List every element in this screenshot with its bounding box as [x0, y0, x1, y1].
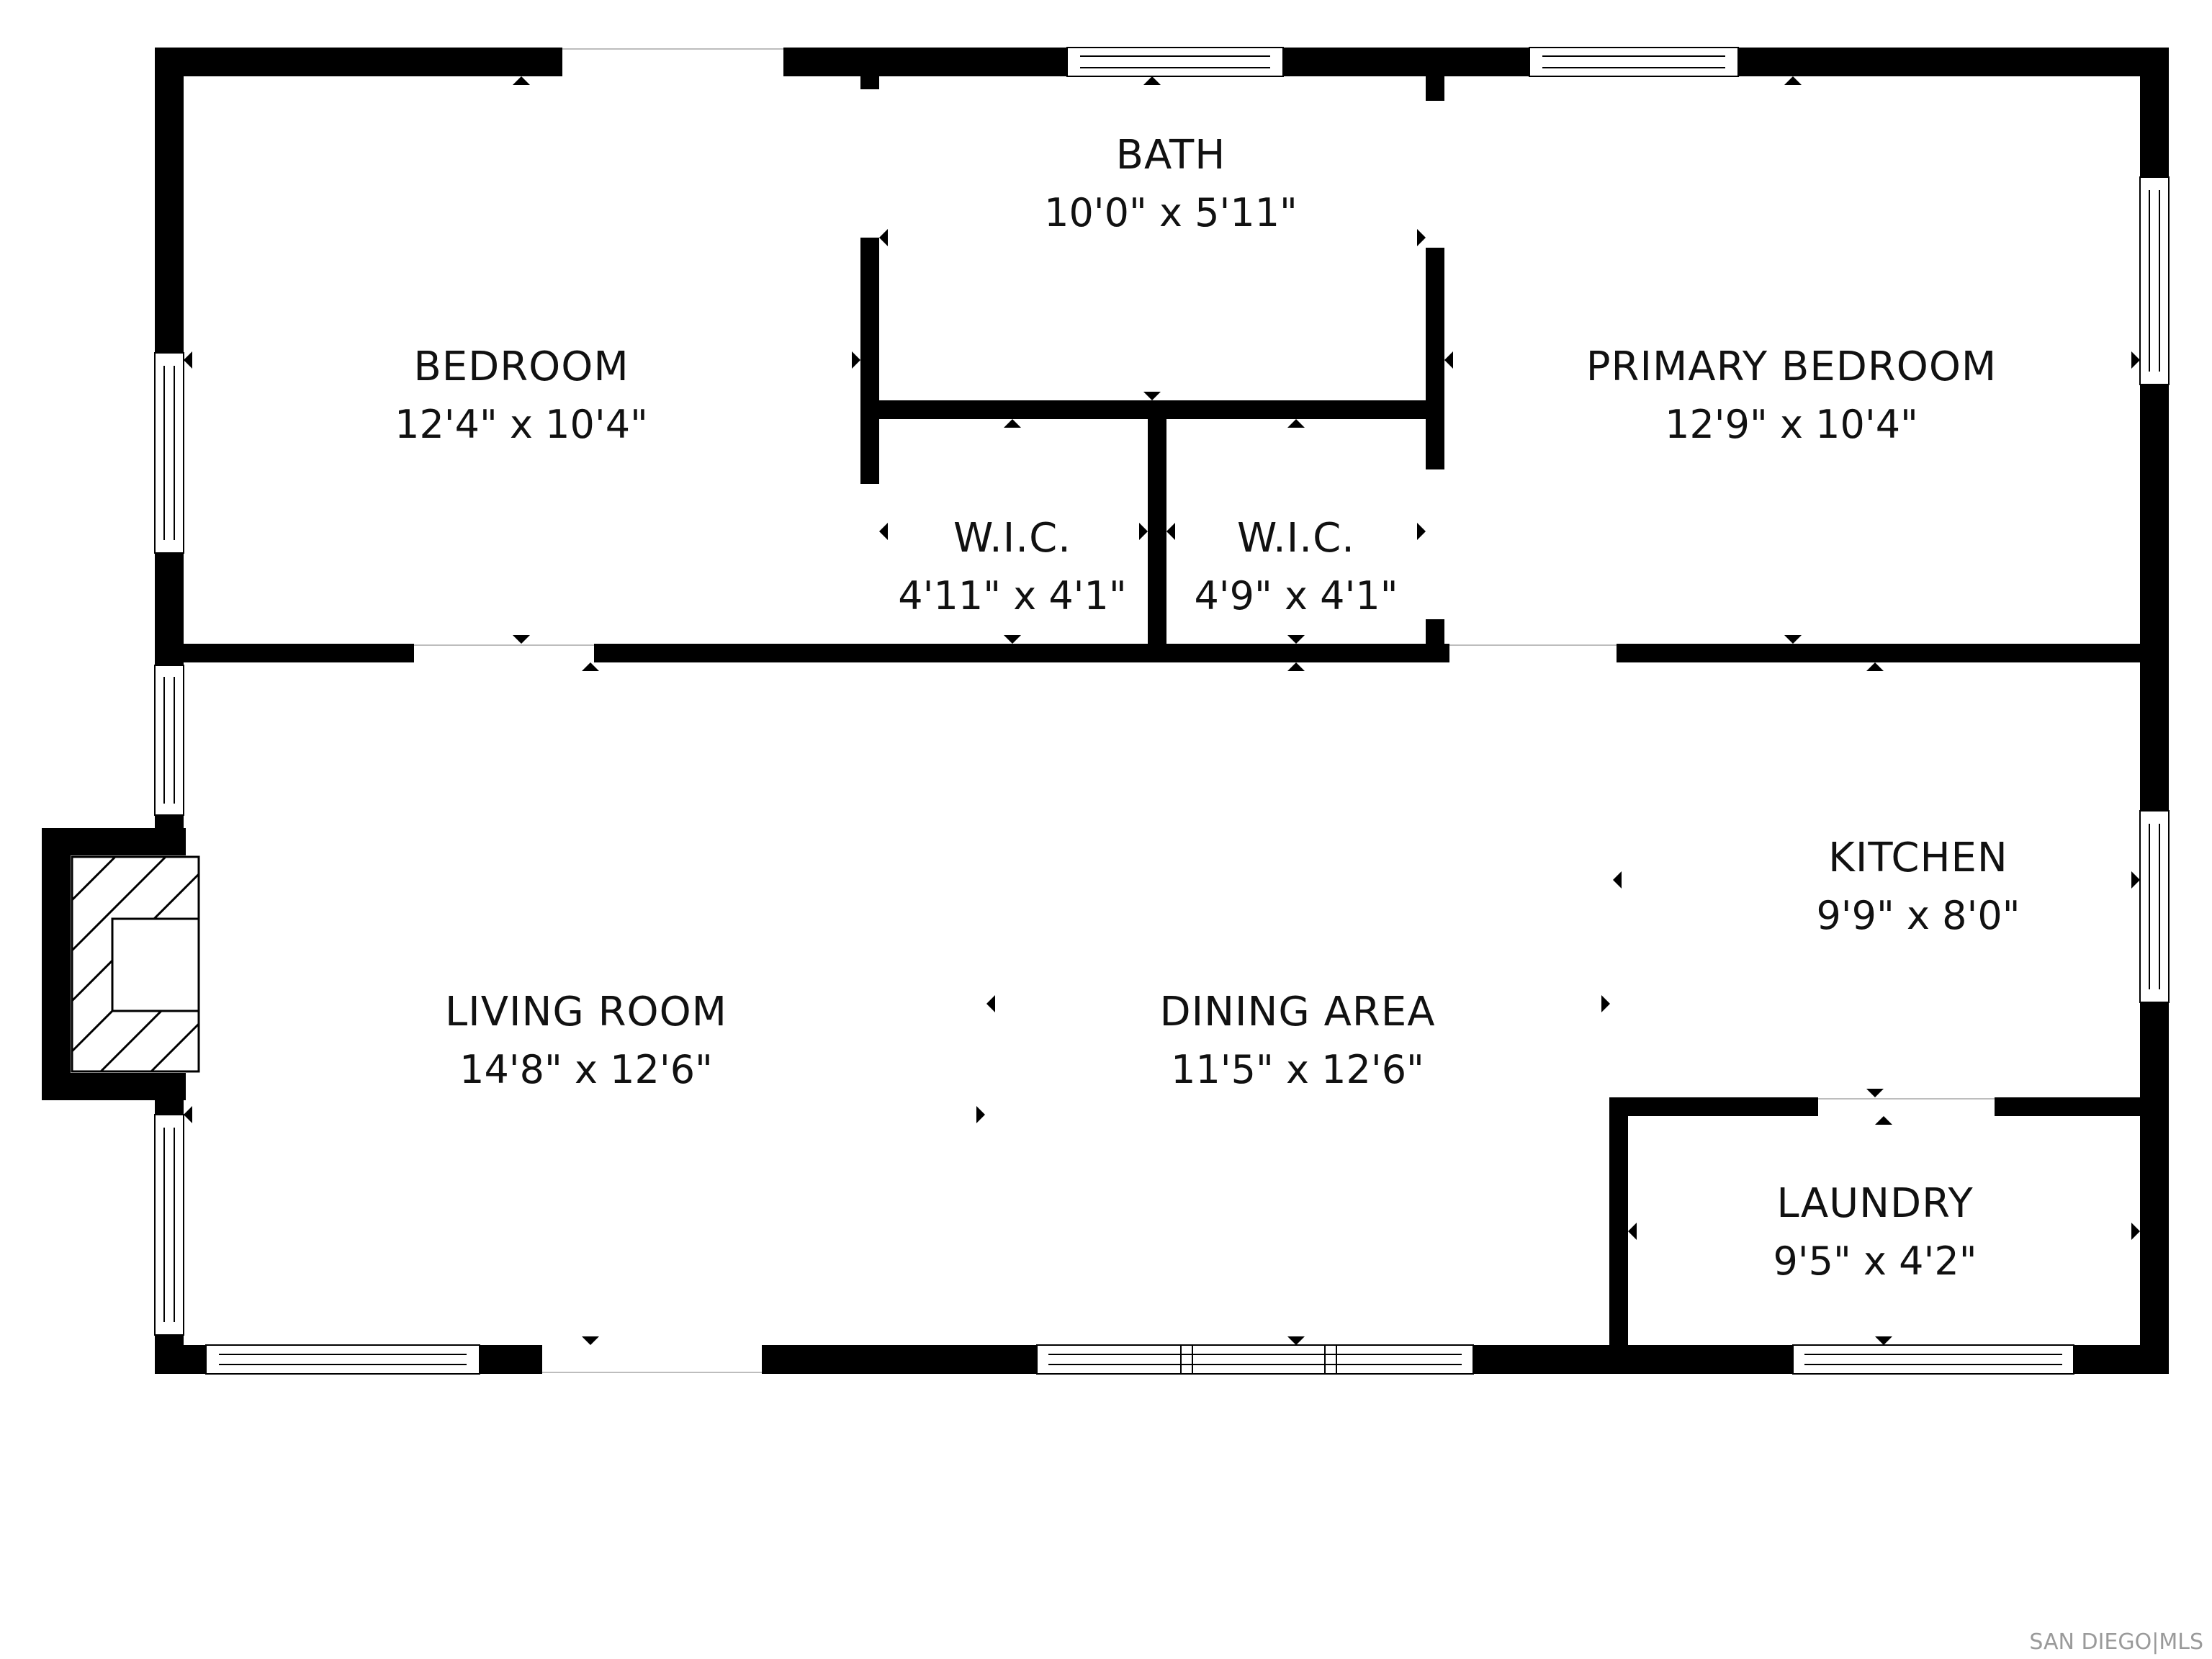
marker-right	[976, 1106, 985, 1123]
marker-left	[1444, 351, 1453, 369]
marker-up	[1004, 419, 1021, 428]
wall-laundry-top-2	[1995, 1097, 2140, 1116]
marker-left	[184, 351, 192, 369]
room-name-dining-area: DINING AREA	[1159, 989, 1435, 1035]
marker-down	[1287, 635, 1305, 644]
marker-right	[1139, 523, 1148, 540]
room-wic-left: W.I.C. 4'11" x 4'1"	[898, 515, 1126, 619]
window-living-left-upper	[154, 665, 184, 816]
marker-right	[852, 351, 860, 369]
room-living-room: LIVING ROOM 14'8" x 12'6"	[445, 989, 727, 1092]
window-bath-top	[1066, 47, 1284, 77]
fireplace-firebox	[111, 917, 200, 1012]
window-living-bottom	[205, 1344, 480, 1375]
wall-mid-2	[594, 644, 1449, 662]
marker-up	[1287, 419, 1305, 428]
room-dims-bedroom: 12'4" x 10'4"	[395, 402, 648, 447]
dimension-markers	[184, 76, 2140, 1345]
exterior-walls	[155, 48, 2169, 1374]
room-name-wic-left: W.I.C.	[953, 515, 1071, 562]
marker-up	[1866, 662, 1884, 671]
marker-down	[1875, 1336, 1892, 1345]
wall-top-2	[783, 48, 2169, 76]
mls-watermark: SAN DIEGO|MLS	[2029, 1629, 2203, 1655]
marker-left	[986, 995, 995, 1012]
marker-down	[1866, 1089, 1884, 1097]
room-labels: BEDROOM 12'4" x 10'4" BATH 10'0" x 5'11"…	[395, 132, 2020, 1284]
windows	[154, 47, 2170, 1375]
marker-up	[1875, 1116, 1892, 1125]
marker-up	[1784, 76, 1802, 85]
room-dims-wic-left: 4'11" x 4'1"	[898, 573, 1126, 619]
marker-down	[1004, 635, 1021, 644]
room-dims-primary-bedroom: 12'9" x 10'4"	[1665, 402, 1918, 447]
room-primary-bedroom: PRIMARY BEDROOM 12'9" x 10'4"	[1586, 343, 1997, 447]
wall-mid-3	[1617, 644, 2140, 662]
room-dims-bath: 10'0" x 5'11"	[1044, 190, 1298, 235]
wall-bath-primary-3	[1426, 619, 1444, 662]
room-kitchen: KITCHEN 9'9" x 8'0"	[1816, 835, 2020, 938]
window-primary-right	[2139, 176, 2170, 385]
marker-right	[1417, 523, 1426, 540]
room-dims-laundry: 9'5" x 4'2"	[1773, 1238, 1977, 1284]
wall-bed-bath-1	[860, 76, 879, 89]
marker-right	[2131, 871, 2140, 889]
room-name-primary-bedroom: PRIMARY BEDROOM	[1586, 343, 1997, 390]
wall-bath-primary-2	[1426, 248, 1444, 469]
marker-left	[1628, 1223, 1637, 1240]
room-bath: BATH 10'0" x 5'11"	[1044, 132, 1298, 235]
marker-up	[582, 662, 599, 671]
room-dims-dining-area: 11'5" x 12'6"	[1171, 1047, 1424, 1092]
room-name-kitchen: KITCHEN	[1828, 835, 2008, 881]
marker-up	[1287, 662, 1305, 671]
wall-bed-bath-2	[860, 238, 879, 484]
room-laundry: LAUNDRY 9'5" x 4'2"	[1773, 1180, 1977, 1284]
window-primary-top	[1529, 47, 1739, 77]
door-thresholds	[414, 48, 1995, 1373]
marker-left	[879, 229, 888, 246]
marker-down	[513, 635, 530, 644]
marker-right	[2131, 351, 2140, 369]
room-dims-living-room: 14'8" x 12'6"	[459, 1047, 713, 1092]
marker-left	[184, 1106, 192, 1123]
fireplace	[42, 828, 200, 1100]
wall-bath-primary-1	[1426, 76, 1444, 101]
wall-mid-1	[184, 644, 414, 662]
marker-right	[1417, 229, 1426, 246]
room-name-bedroom: BEDROOM	[413, 343, 629, 390]
room-name-living-room: LIVING ROOM	[445, 989, 727, 1035]
room-dining-area: DINING AREA 11'5" x 12'6"	[1159, 989, 1435, 1092]
room-dims-wic-right: 4'9" x 4'1"	[1194, 573, 1398, 619]
window-kitchen-right	[2139, 810, 2170, 1003]
marker-up	[1143, 76, 1161, 85]
marker-left	[1613, 871, 1622, 889]
wall-top-1	[155, 48, 562, 76]
marker-down	[1784, 635, 1802, 644]
room-bedroom: BEDROOM 12'4" x 10'4"	[395, 343, 648, 447]
wall-wic-divider	[1148, 410, 1166, 662]
room-name-bath: BATH	[1116, 132, 1226, 179]
window-bedroom-left	[154, 352, 184, 554]
marker-down	[1287, 1336, 1305, 1345]
wall-bed-bath-3	[860, 644, 879, 662]
marker-right	[2131, 1223, 2140, 1240]
window-dining-bottom	[1036, 1344, 1474, 1375]
room-name-wic-right: W.I.C.	[1237, 515, 1355, 562]
marker-down	[582, 1336, 599, 1345]
room-name-laundry: LAUNDRY	[1776, 1180, 1973, 1227]
window-living-left-lower	[154, 1114, 184, 1336]
marker-down	[1143, 392, 1161, 400]
marker-left	[1166, 523, 1175, 540]
interior-walls	[184, 76, 2140, 1357]
wall-laundry-top-1	[1609, 1097, 1818, 1116]
room-wic-right: W.I.C. 4'9" x 4'1"	[1194, 515, 1398, 619]
marker-right	[1601, 995, 1610, 1012]
window-laundry-bottom	[1792, 1344, 2074, 1375]
marker-up	[513, 76, 530, 85]
wall-laundry-left	[1609, 1097, 1628, 1357]
room-dims-kitchen: 9'9" x 8'0"	[1816, 893, 2020, 938]
marker-left	[879, 523, 888, 540]
